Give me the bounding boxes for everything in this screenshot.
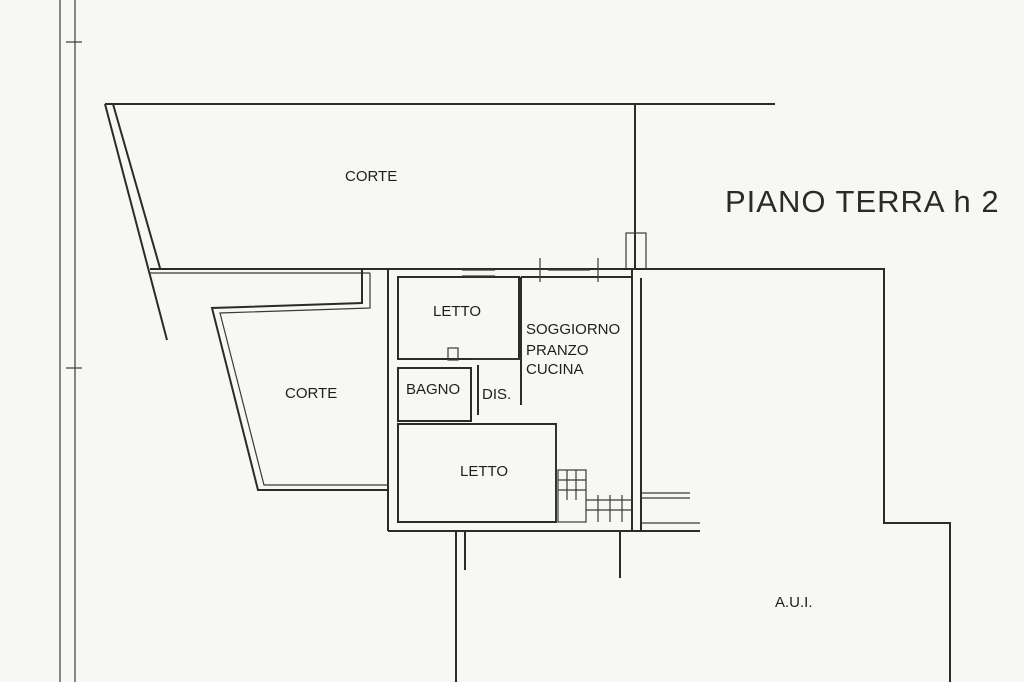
room-label-dis: DIS. (482, 386, 511, 403)
room-label-bagno: BAGNO (406, 381, 460, 398)
building-walls (387, 268, 951, 682)
interior-walls (397, 258, 632, 523)
room-label-corte-top: CORTE (345, 168, 397, 185)
staircase (557, 469, 632, 523)
room-label-soggiorno: SOGGIORNO (526, 321, 620, 338)
room-label-pranzo: PRANZO (526, 342, 589, 359)
room-label-letto-bottom: LETTO (460, 463, 508, 480)
floor-title: PIANO TERRA h 2 (725, 184, 1000, 219)
room-label-letto-top: LETTO (433, 303, 481, 320)
room-label-cucina: CUCINA (526, 361, 584, 378)
corte-left-outline (210, 269, 388, 491)
room-label-corte-left: CORTE (285, 385, 337, 402)
room-label-aui: A.U.I. (775, 594, 813, 611)
margin-lines (59, 0, 82, 682)
